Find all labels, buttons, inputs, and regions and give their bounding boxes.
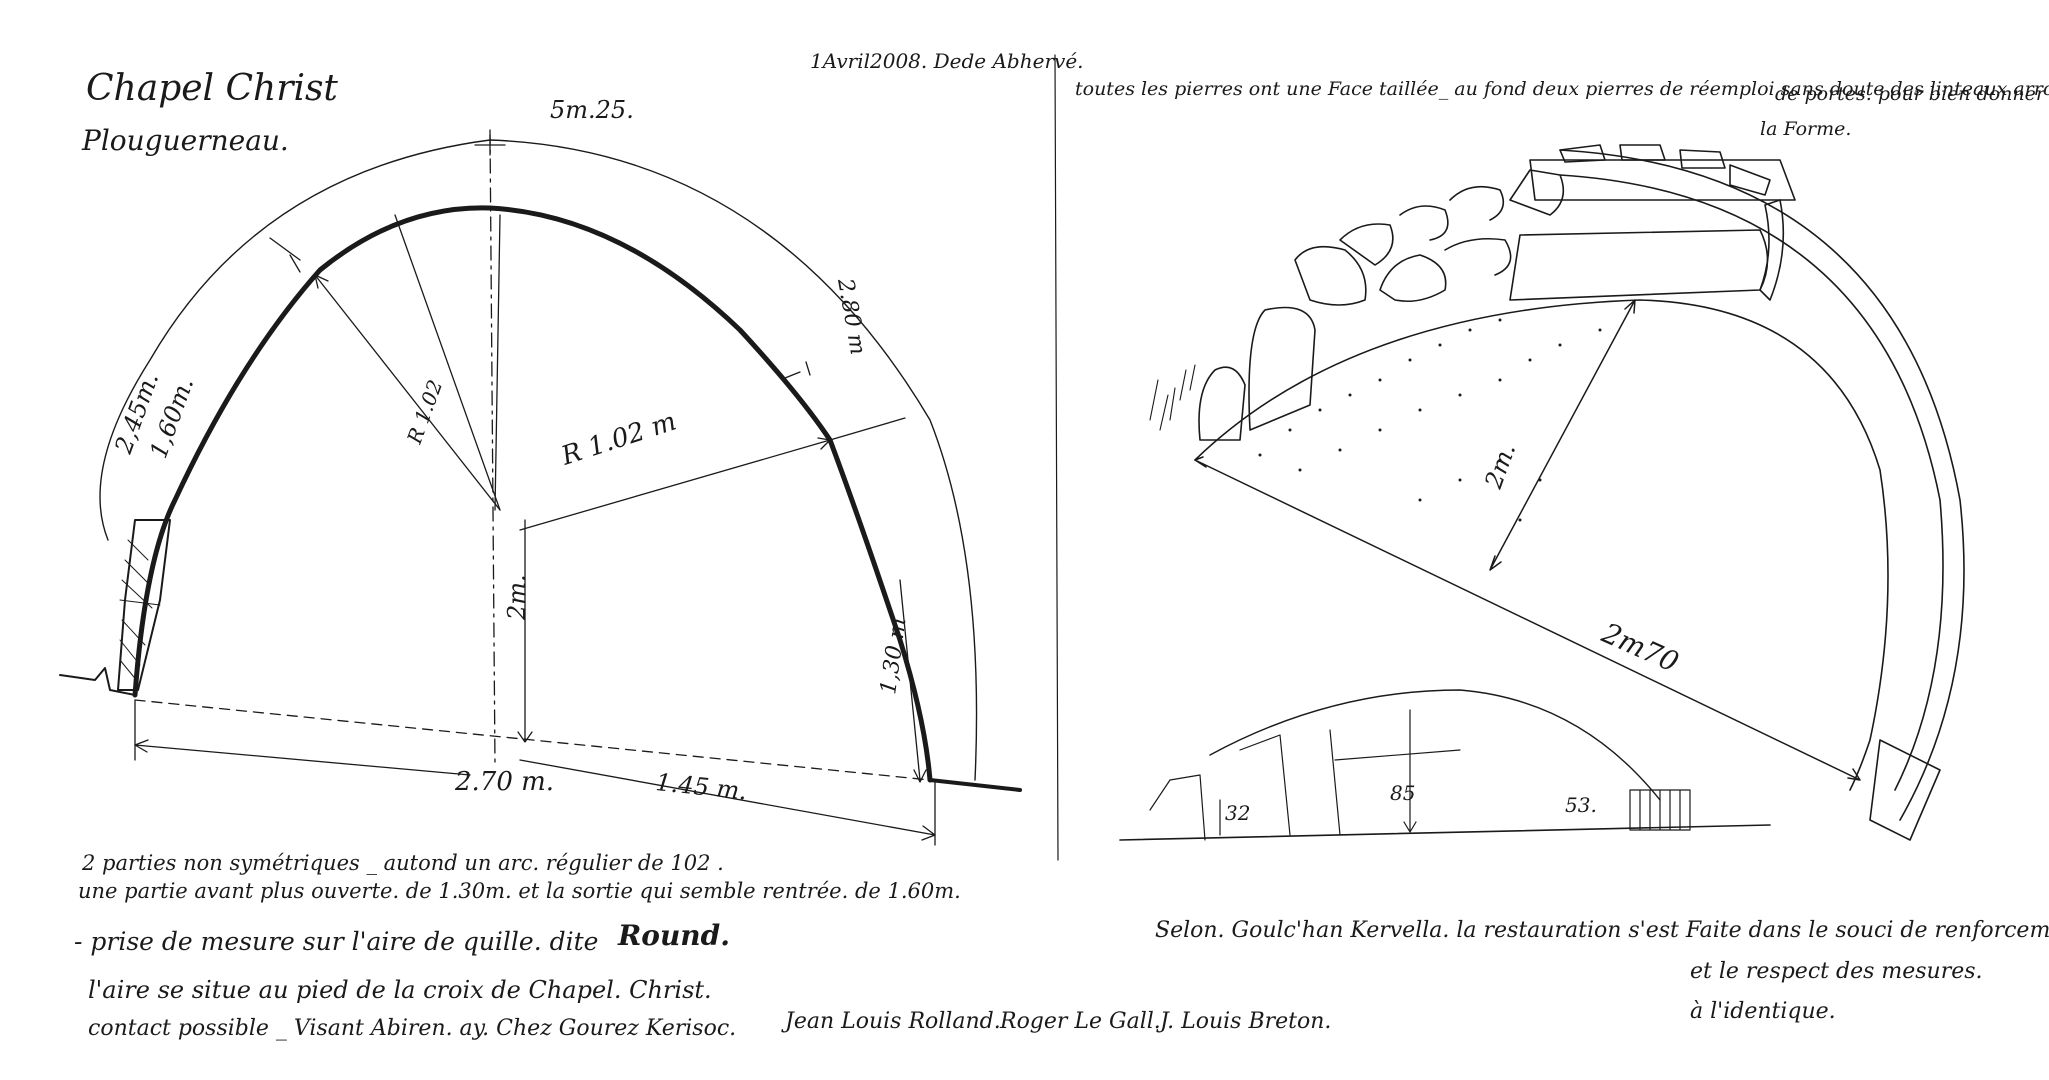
right-radius-label: 2m. (1479, 440, 1521, 493)
section-label-85: 85 (1390, 781, 1415, 805)
drawing-title: Chapel Christ (86, 68, 338, 109)
right-top-note-3: la Forme. (1760, 118, 1851, 140)
note-line-5: contact possible _ Visant Abiren. ay. Ch… (88, 1016, 736, 1041)
section-arch (1209, 689, 1661, 801)
right-side-dimension (829, 417, 927, 783)
diagonal-radius-1 (314, 274, 501, 511)
chord-label: 2m70 (1596, 616, 1683, 679)
ground-line-right (928, 778, 1022, 792)
right-top-dimension-label: 2.80 m (832, 276, 870, 357)
right-top-note-2: de portes. pour bien donner (1775, 83, 2047, 105)
outer-dimension-arc (99, 139, 978, 781)
right-bottom-note-2: et le respect des mesures. (1690, 959, 1983, 984)
round-word: Round. (617, 919, 730, 952)
base-half-dimension-label: 1.45 m. (654, 768, 748, 805)
note-line-1: 2 parties non symétriques _ autond un ar… (81, 851, 724, 875)
right-top-note-1: toutes les pierres ont une Face taillée_… (1075, 78, 2049, 100)
date-note: 1Avril2008. Dede Abhervé. (810, 49, 1084, 73)
diagonal-radius-3 (494, 214, 501, 511)
signature-1: Jean Louis Rolland. (781, 1009, 1001, 1034)
base-masonry-block (117, 519, 171, 691)
section-hatched-block (1629, 789, 1691, 831)
top-dimension-tick (269, 237, 301, 273)
note-line-4: l'aire se situe au pied de la croix de C… (88, 976, 712, 1004)
base-dimension-label: 2.70 m. (454, 767, 554, 797)
right-bottom-note-1: Selon. Goulc'han Kervella. la restaurati… (1155, 918, 2049, 943)
outer-sweep-arc (1559, 149, 1965, 821)
note-line-3: - prise de mesure sur l'aire de quille. … (74, 927, 598, 956)
signature-3: J. Louis Breton. (1156, 1009, 1331, 1034)
section-stones (1149, 729, 1461, 841)
arch-elevation-drawing (59, 129, 1022, 846)
main-arch-curve (132, 205, 933, 783)
perspective-drawing (1119, 144, 1965, 841)
center-axis (489, 129, 496, 766)
base-dashed-line (134, 699, 931, 781)
height-dimension-line (517, 519, 533, 743)
section-height-arrow (1403, 709, 1417, 833)
right-side-dimension-label: 1,30 m (876, 616, 911, 696)
diagonal-radius-2 (394, 214, 501, 511)
section-ground-line (1119, 824, 1771, 841)
stipple-texture (1258, 318, 1602, 522)
dome-outline (1194, 299, 1889, 791)
masonry-hatching (119, 539, 161, 683)
radius-label: R 1.02 m (557, 406, 680, 472)
stone-row (1198, 144, 1796, 441)
right-bottom-note-3: à l'identique. (1690, 999, 1836, 1024)
drawing-subtitle: Plouguerneau. (81, 124, 289, 157)
grass-strokes (1149, 364, 1196, 431)
note-line-2: une partie avant plus ouverte. de 1.30m.… (78, 879, 961, 903)
section-label-53: 53. (1565, 793, 1597, 817)
inner-sweep-arc (1559, 174, 1944, 791)
ground-line-left (59, 667, 136, 696)
base-dimension-arrow-left (134, 739, 471, 776)
sheet-divider (1054, 54, 1059, 861)
center-axis-tick (474, 134, 506, 156)
base-extension-lines (134, 699, 936, 846)
diagonal-radius-label: R 1.02 (402, 377, 447, 448)
height-dimension-label: 2m. (503, 574, 531, 621)
right-dimension-tick (784, 361, 811, 379)
base-block-right (1869, 739, 1941, 841)
section-label-32: 32 (1225, 801, 1250, 825)
chord-line (1194, 456, 1861, 781)
radius-line-right (1489, 299, 1636, 571)
top-dimension-label: 5m.25. (550, 96, 634, 124)
signature-2: Roger Le Gall. (999, 1009, 1161, 1034)
